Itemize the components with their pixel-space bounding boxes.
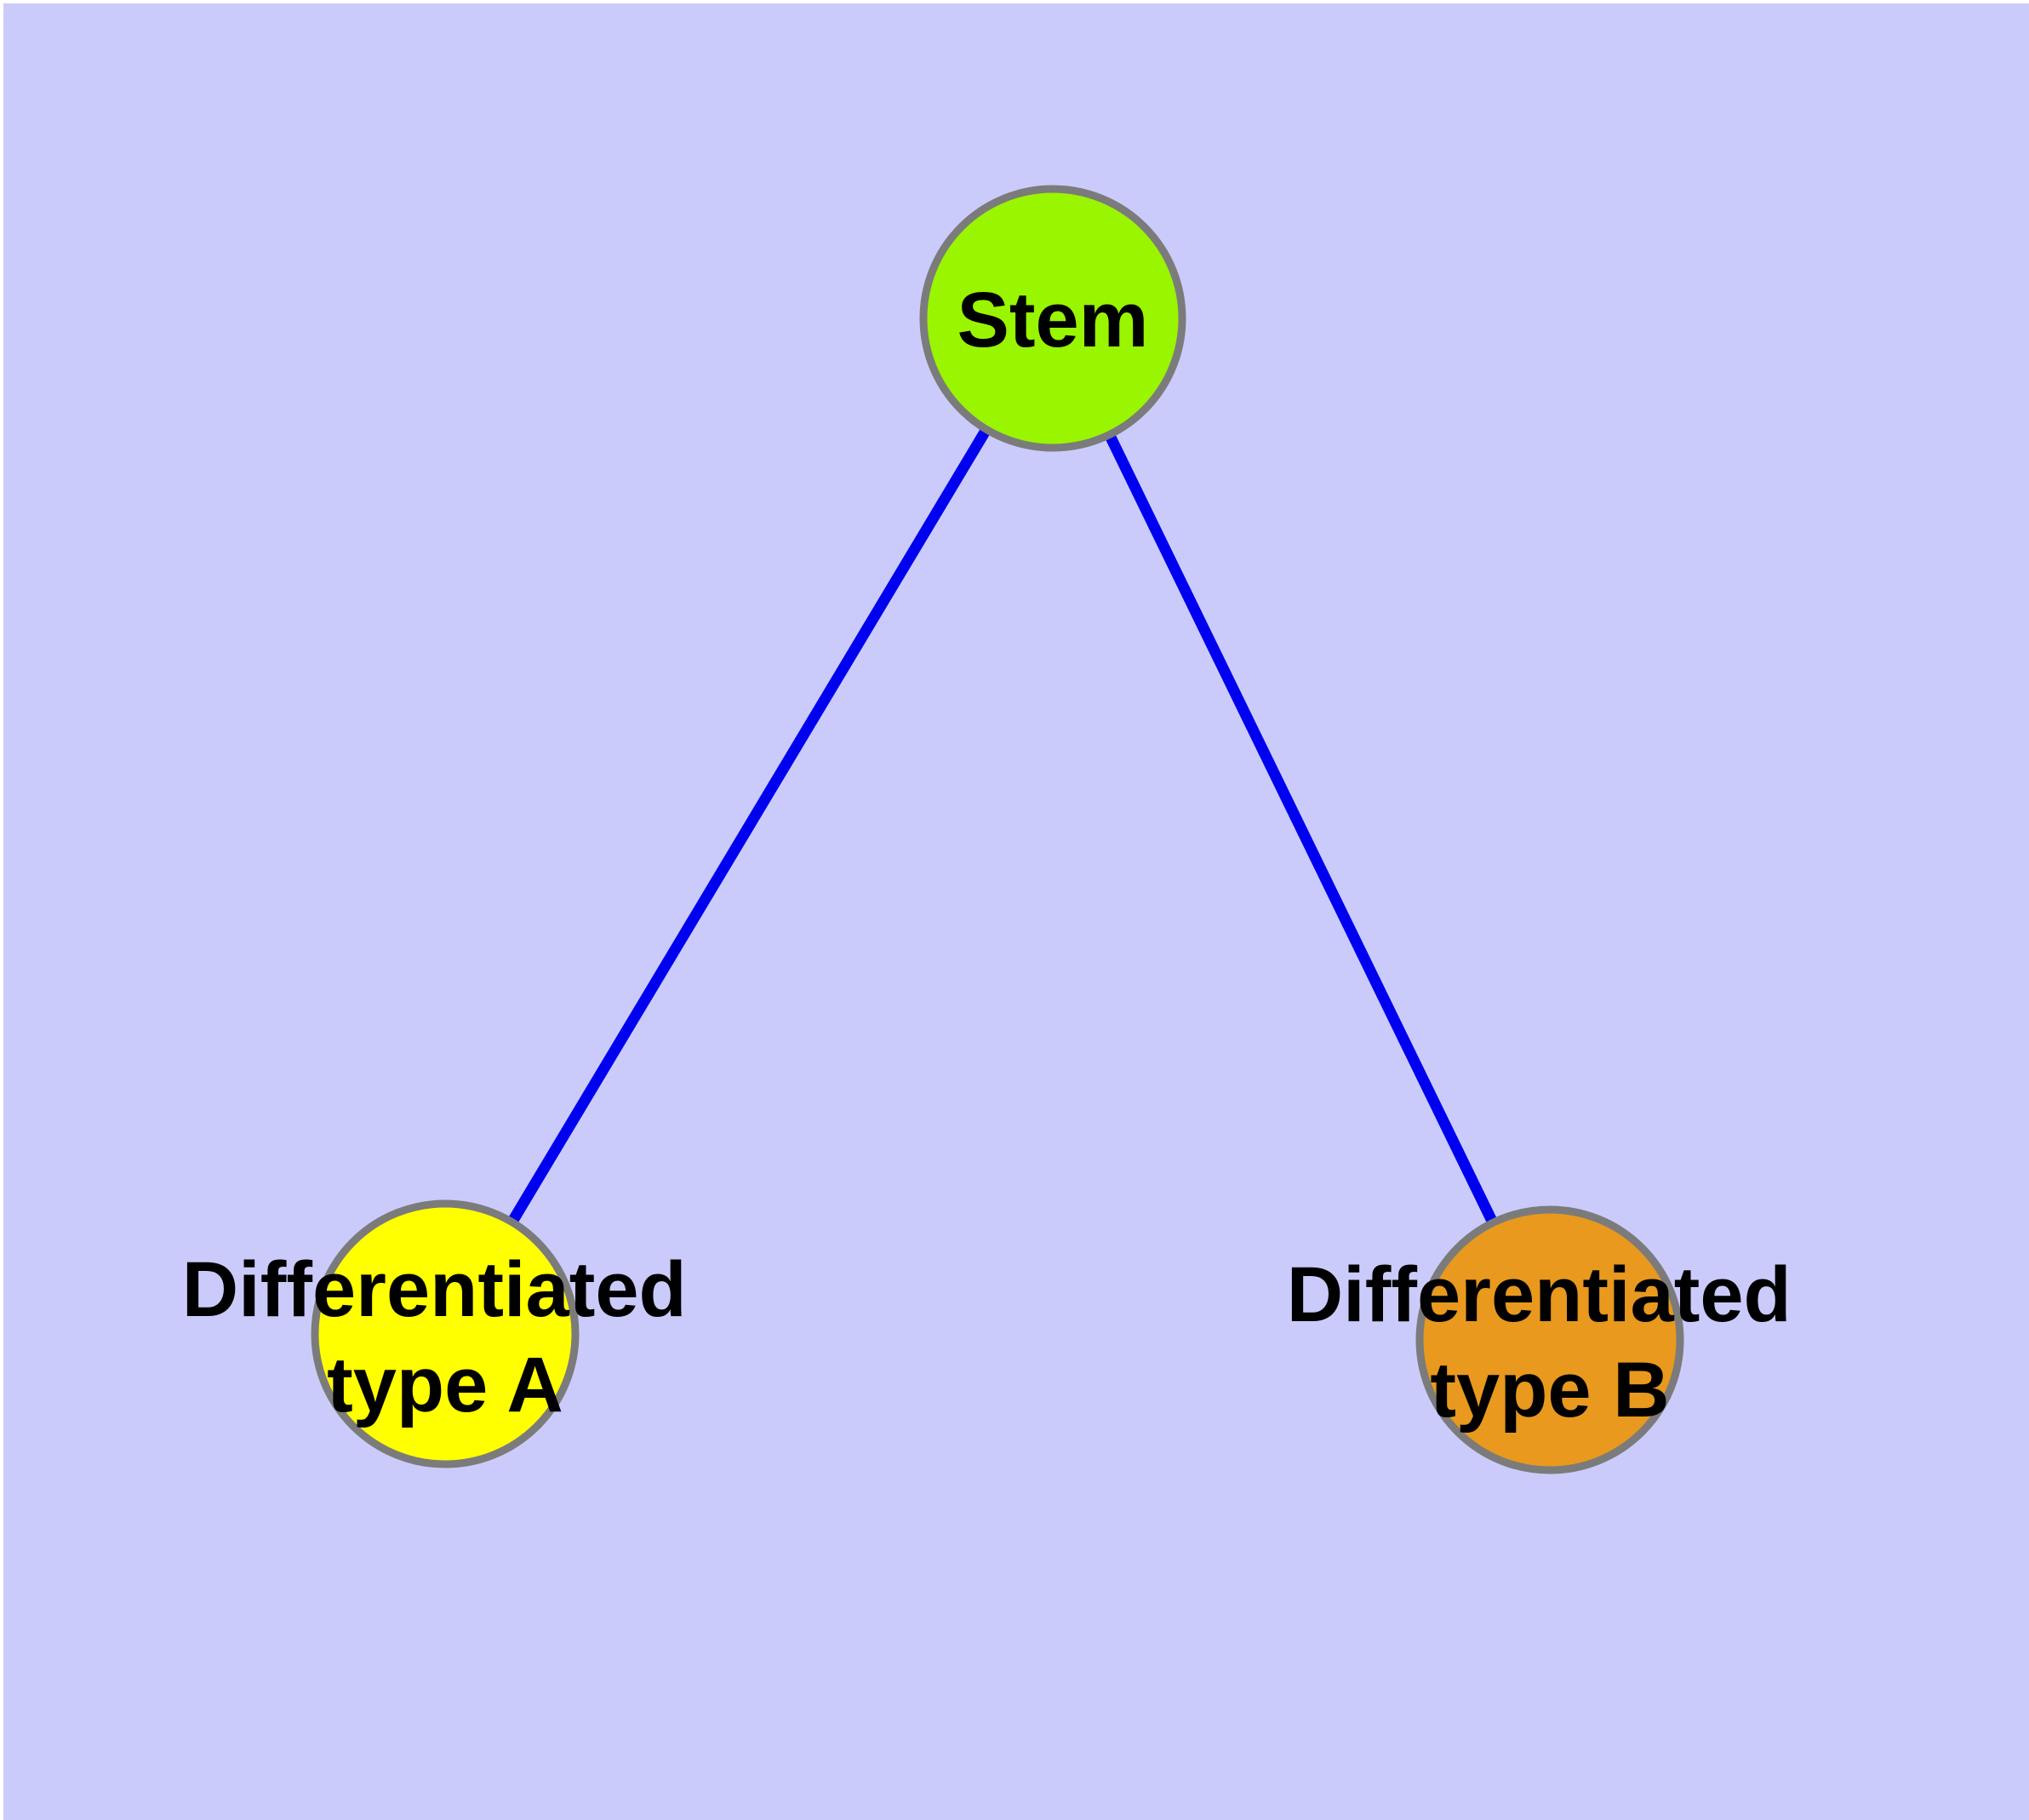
node-differentiated-type-a: Differentiated type A [182, 1199, 709, 1468]
type-a-label-line2: type A [327, 1342, 563, 1428]
type-a-node-circle [311, 1199, 580, 1468]
type-b-node-label: Differentiated type B [1287, 1251, 1814, 1434]
type-b-label-line1: Differentiated [1287, 1251, 1792, 1338]
stem-node-label: Stem [957, 277, 1149, 363]
type-b-label-line2: type B [1430, 1347, 1669, 1434]
edge-stem-to-type-b [1048, 316, 1555, 1342]
edge-stem-to-type-a [440, 315, 1058, 1337]
type-a-node-label: Differentiated type A [182, 1246, 709, 1428]
node-stem: Stem [919, 185, 1186, 452]
stem-node-circle [919, 185, 1186, 452]
type-a-label-line1: Differentiated [182, 1246, 687, 1333]
type-b-node-circle [1415, 1205, 1684, 1474]
node-differentiated-type-b: Differentiated type B [1287, 1205, 1814, 1474]
